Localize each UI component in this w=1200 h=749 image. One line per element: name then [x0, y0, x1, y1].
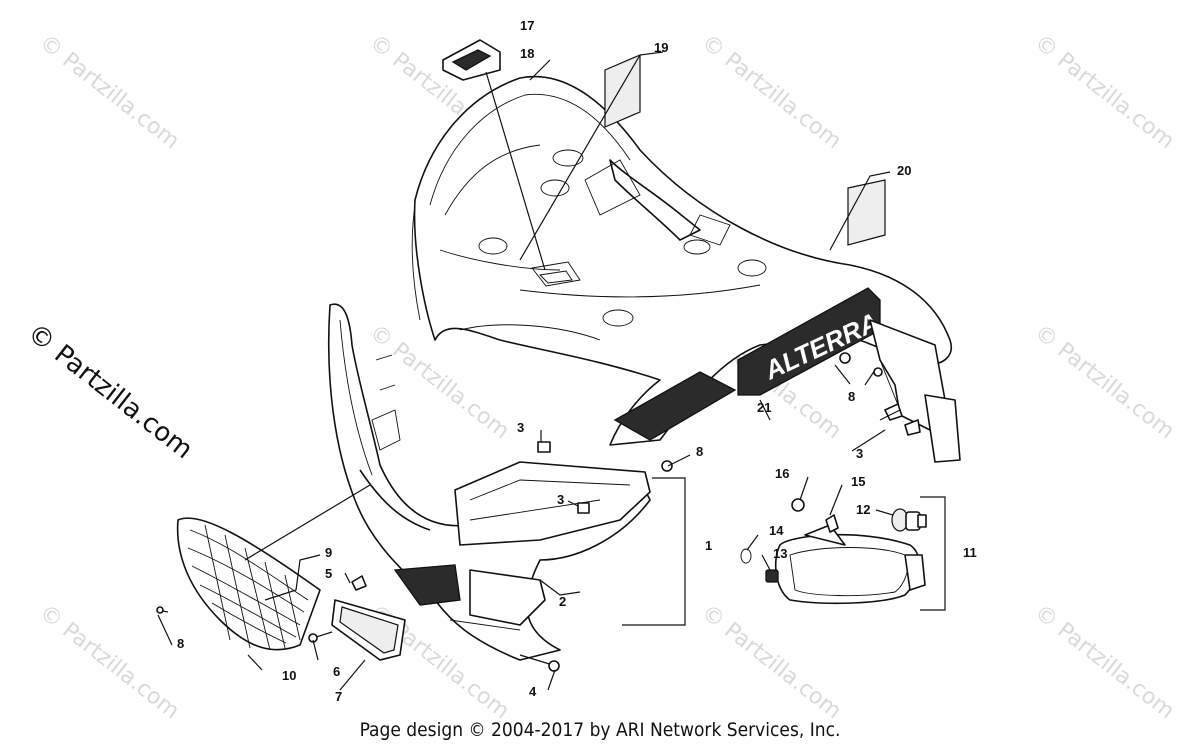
callout-18: 18: [520, 46, 535, 61]
callout-3-upper: 3: [517, 420, 525, 435]
grille: [176, 517, 321, 651]
callout-20: 20: [897, 163, 912, 178]
callout-8-top-right: 8: [848, 389, 856, 404]
decal-20: [847, 179, 886, 246]
callout-14: 14: [769, 523, 784, 538]
reflector: [331, 599, 406, 661]
callout-7: 7: [335, 689, 343, 704]
front-body-panel: ALTERRA: [411, 75, 952, 446]
callout-5: 5: [325, 566, 333, 581]
emblem-badge: [442, 39, 501, 81]
callout-17: 17: [520, 18, 535, 33]
callout-8-left: 8: [177, 636, 185, 651]
callout-6: 6: [333, 664, 341, 679]
front-bumper: [327, 303, 651, 661]
callout-21: 21: [757, 400, 772, 415]
callout-15: 15: [851, 474, 866, 489]
wire-harness: [825, 514, 839, 533]
callout-2: 2: [559, 594, 567, 609]
page-footer: Page design © 2004-2017 by ARI Network S…: [359, 719, 841, 741]
callout-1: 1: [705, 538, 713, 553]
callout-3-middle: 3: [557, 492, 565, 507]
fasteners: [156, 352, 921, 672]
callout-16: 16: [775, 466, 790, 481]
headlight: [774, 524, 926, 605]
headlight-bulb: [891, 508, 927, 532]
callout-8-middle: 8: [696, 444, 704, 459]
callout-13: 13: [773, 546, 788, 561]
decal-19: [604, 54, 641, 128]
callout-9: 9: [325, 545, 333, 560]
callout-19: 19: [654, 40, 669, 55]
callout-11: 11: [963, 545, 977, 560]
leader-lines: [157, 51, 946, 691]
callout-4: 4: [529, 684, 537, 699]
callout-10: 10: [282, 668, 297, 683]
callout-3-top-right: 3: [856, 446, 864, 461]
callout-12: 12: [856, 502, 871, 517]
